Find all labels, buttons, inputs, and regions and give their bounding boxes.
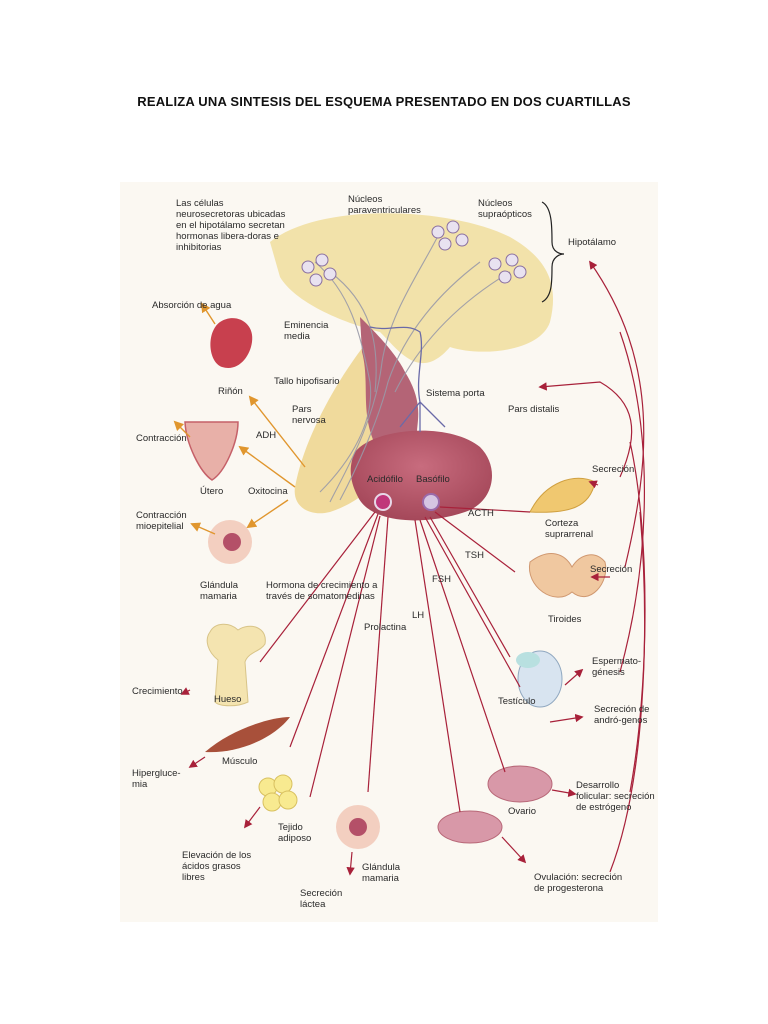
label-hyperglycemia: Hiperglucе-mia [132,768,181,790]
label-fsh: FSH [432,574,451,585]
label-acidophil: Acidófilo [367,474,403,485]
label-acth: ACTH [468,508,494,519]
label-contraction: Contracción [136,433,187,444]
label-basophil: Basófilo [416,474,450,485]
label-neurosecretory: Las células neurosecretoras ubicadas en … [176,198,286,253]
label-muscle: Músculo [222,756,258,767]
label-paraventricular: Núcleos paraventriculares [348,194,421,216]
muscle-shape [205,717,290,753]
label-ovulation: Ovulación: secreción de progesterona [534,872,623,894]
adrenal-shape [529,477,596,513]
adipose-shape [258,774,298,812]
label-fatty-acids: Elevación de los ácidos grasos libres [182,850,252,883]
ovary-shape [487,765,553,803]
label-supraoptic: Núcleos supraópticos [478,198,532,220]
label-water-absorption: Absorción de agua [152,300,232,311]
label-growth: Crecimiento [132,686,183,697]
label-adipose: Tejido adiposo [278,822,312,844]
label-spermatogenesis: Espermato-génesis [592,656,642,678]
label-growth-hormone: Hormona de crecimiento a través de somat… [266,580,378,602]
uterus-shape [184,421,239,481]
label-median-eminence: Eminencia media [284,320,329,342]
thyroid-shape [529,553,607,598]
label-secretion-2: Secreción [590,564,633,575]
label-uterus: Útero [200,486,224,497]
label-hypothalamus: Hipotálamo [568,237,617,248]
label-milk: Secreción láctea [300,888,343,910]
label-myoepithelial: Contracción mioepitelial [136,510,187,532]
label-ovary: Ovario [508,806,536,817]
kidney-shape [210,318,253,368]
label-pars-nervosa: Pars nervosa [292,404,326,426]
label-bone: Hueso [214,694,242,705]
label-adh: ADH [256,430,277,441]
label-oxytocin: Oxitocina [248,486,288,497]
label-adrenal-cortex: Corteza suprarrenal [545,518,594,540]
label-portal-system: Sistema porta [426,388,485,399]
label-tsh: TSH [465,550,484,561]
label-prolactin: Prolactina [364,622,407,633]
label-secretion-1: Secreción [592,464,635,475]
label-pars-distalis: Pars distalis [508,404,560,415]
label-stalk: Tallo hipofisario [274,376,340,387]
hypothalamus-shape [270,213,554,364]
page-heading: REALIZA UNA SINTESIS DEL ESQUEMA PRESENT… [137,94,631,109]
diagram-artwork [173,201,646,876]
label-androgens: Secreción de andró-genos [594,704,650,726]
label-follicular: Desarrollo folicular: secreción de estró… [576,780,655,813]
label-lh: LH [412,610,425,621]
label-kidney: Riñón [218,386,243,397]
pituitary-diagram: Las células neurosecretoras ubicadas en … [120,182,658,922]
label-mammary-1: Glándula mamaria [200,580,239,602]
label-testis: Testículo [498,696,536,707]
label-thyroid: Tiroides [548,614,582,625]
ovary-shape-2 [437,810,503,844]
bone-shape [206,623,266,707]
label-mammary-2: Glándula mamaria [362,862,401,884]
